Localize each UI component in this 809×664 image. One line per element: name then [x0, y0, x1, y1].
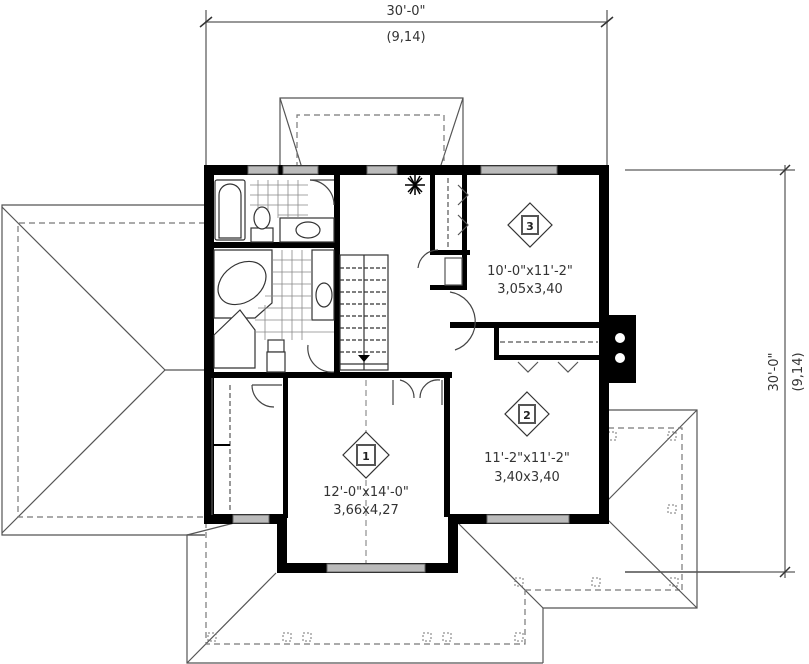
windows: [232, 165, 570, 573]
room-2-tag: 2: [504, 391, 550, 437]
closet-details: [211, 178, 598, 515]
room-2-number: 2: [523, 409, 531, 422]
top-dimension-metric: (9,14): [386, 30, 425, 45]
roof-right: [543, 409, 740, 609]
stair-direction-arrow-icon: [358, 355, 370, 362]
bathroom-fixtures: [213, 179, 335, 373]
interior-walls: [212, 175, 600, 518]
right-dimension-metric: (9,14): [791, 352, 806, 391]
room-3-number: 3: [526, 220, 534, 233]
top-dimension-imperial: 30'-0": [386, 4, 425, 19]
chimney-flue-icon: [615, 353, 625, 363]
staircase: [339, 254, 389, 371]
room-3-tag: 3: [507, 202, 553, 248]
ceiling-light-icon: [405, 175, 425, 195]
room-2-dimensions-imperial: 11'-2"x11'-2": [484, 451, 570, 466]
room-1-number: 1: [362, 450, 370, 463]
roof-left: [1, 204, 205, 536]
tile-grid: [250, 180, 334, 340]
room-1-dimensions-imperial: 12'-0"x14'-0": [323, 485, 409, 500]
room-3-dimensions-metric: 3,05x3,40: [497, 282, 563, 297]
roof-top: [279, 97, 464, 170]
top-dimension: [199, 10, 614, 165]
right-dimension-imperial: 30'-0": [767, 352, 782, 391]
room-2-dimensions-metric: 3,40x3,40: [494, 470, 560, 485]
room-3-dimensions-imperial: 10'-0"x11'-2": [487, 264, 573, 279]
roof-bottom: [186, 521, 680, 664]
floor-area: [205, 165, 608, 570]
room-1-dimensions-metric: 3,66x4,27: [333, 503, 399, 518]
chimney-flue-icon: [615, 333, 625, 343]
room-1-tag: 1: [342, 431, 390, 479]
doors: [251, 179, 476, 408]
